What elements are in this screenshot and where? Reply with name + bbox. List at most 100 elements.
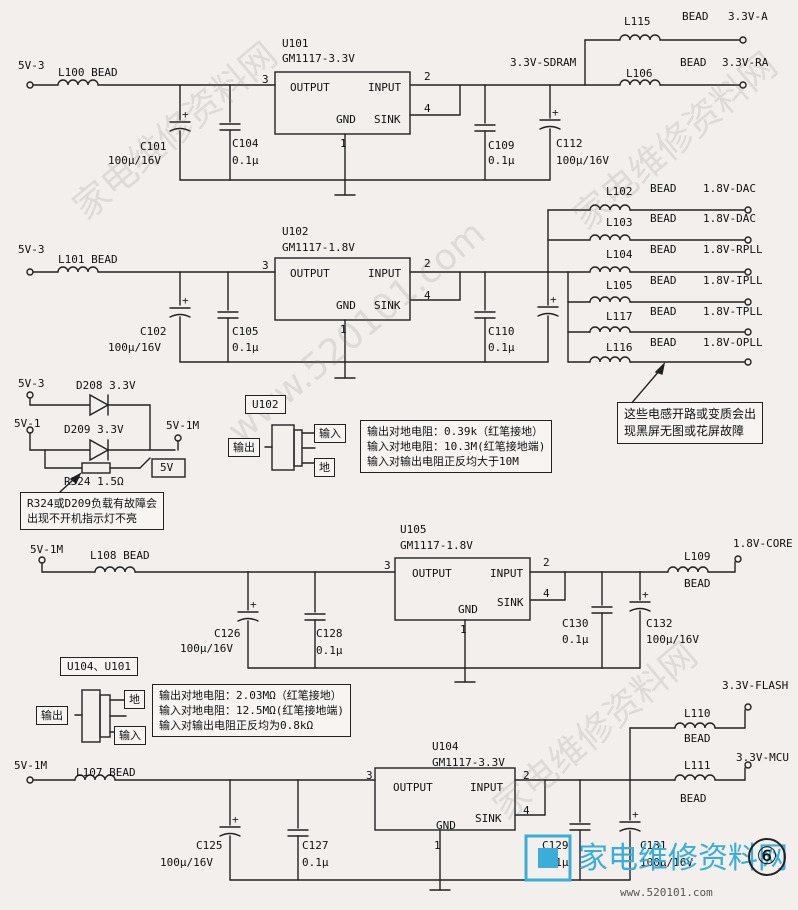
net-1v8-dac-1: 1.8V-DAC [703, 182, 756, 195]
net-3v3-sdram: 3.3V-SDRAM [510, 56, 577, 69]
c126-val: 100μ/16V [180, 642, 233, 655]
net-5v3-diode: 5V-3 [18, 377, 45, 390]
u104-package-title: U104、U101 [60, 657, 138, 676]
l115-bead: BEAD [682, 10, 709, 23]
d209-label: D209 3.3V [64, 423, 124, 436]
l103-bead: BEAD [650, 212, 677, 225]
u101-ref: U101 [282, 37, 309, 50]
l117-bead: BEAD [650, 305, 677, 318]
net-5v1m: 5V-1M [166, 419, 200, 432]
c131-ref: C131 [640, 839, 667, 852]
l102-bead: BEAD [650, 182, 677, 195]
l106-label: L106 [626, 67, 653, 80]
l104-label: L104 [606, 248, 633, 261]
u104-output: OUTPUT [393, 781, 433, 794]
l101-label: L101 BEAD [58, 253, 118, 266]
c127-ref: C127 [302, 839, 329, 852]
u102-meas-3: 输入对输出电阻正反均大于10M [367, 455, 519, 468]
net-1v8-dac-2: 1.8V-DAC [703, 212, 756, 225]
l116-label: L116 [606, 341, 633, 354]
c125-val: 100μ/16V [160, 856, 213, 869]
c112-ref: C112 [556, 137, 583, 150]
c105-val: 0.1μ [232, 341, 259, 354]
u105-pin3: 3 [384, 559, 391, 572]
c127-val: 0.1μ [302, 856, 329, 869]
l117-label: L117 [606, 310, 633, 323]
l104-bead: BEAD [650, 243, 677, 256]
net-5v3-u102: 5V-3 [18, 243, 45, 256]
l109-label: L109 [684, 550, 711, 563]
u101-pin1: 1 [340, 137, 347, 150]
u104-pin-gnd: 地 [124, 690, 145, 709]
net-1v8-opll: 1.8V-OPLL [703, 336, 763, 349]
l105-label: L105 [606, 279, 633, 292]
c104-ref: C104 [232, 137, 259, 150]
u101-pin3: 3 [262, 73, 269, 86]
l108-label: L108 BEAD [90, 549, 150, 562]
c105-ref: C105 [232, 325, 259, 338]
u102-pin1: 1 [340, 323, 347, 336]
u105-pin2: 2 [543, 556, 550, 569]
c125-ref: C125 [196, 839, 223, 852]
u102-part: GM1117-1.8V [282, 241, 355, 254]
u105-input: INPUT [490, 567, 524, 580]
u102-input: INPUT [368, 267, 402, 280]
c130-ref: C130 [562, 617, 589, 630]
c109-ref: C109 [488, 139, 515, 152]
u105-part: GM1117-1.8V [400, 539, 473, 552]
c102-val: 100μ/16V [108, 341, 161, 354]
c101-val: 100μ/16V [108, 154, 161, 167]
l106-bead: BEAD [680, 56, 707, 69]
c130-val: 0.1μ [562, 633, 589, 646]
l102-label: L102 [606, 185, 633, 198]
u104-pin3: 3 [366, 769, 373, 782]
net-3v3-flash: 3.3V-FLASH [722, 679, 789, 692]
l111-label: L111 [684, 759, 711, 772]
u102-measurements: 输出对地电阻：0.39k（红笔接地） 输入对地电阻：10.3M(红笔接地端) 输… [360, 420, 553, 473]
l103-label: L103 [606, 216, 633, 229]
u105-sink: SINK [497, 596, 524, 609]
u105-pin4: 4 [543, 587, 550, 600]
c131-val: 100μ/16V [640, 856, 693, 869]
u102-pin4: 4 [424, 289, 431, 302]
u104-pin1: 1 [434, 839, 441, 852]
u101-input: INPUT [368, 81, 402, 94]
l100-label: L100 BEAD [58, 66, 118, 79]
c112-val: 100μ/16V [556, 154, 609, 167]
l110-bead: BEAD [684, 732, 711, 745]
u104-ref: U104 [432, 740, 459, 753]
u104-pin-output: 输出 [36, 706, 68, 725]
u102-pin-input: 输入 [314, 424, 346, 443]
u105-ref: U105 [400, 523, 427, 536]
u102-sink: SINK [374, 299, 401, 312]
l116-bead: BEAD [650, 336, 677, 349]
l105-bead: BEAD [650, 274, 677, 287]
inductor-fault-line-2: 现黑屏无图或花屏故障 [624, 424, 745, 438]
figure-number-badge: ⑥ [748, 838, 786, 876]
net-5v1m-u104: 5V-1M [14, 759, 48, 772]
c132-ref: C132 [646, 617, 673, 630]
c102-ref: C102 [140, 325, 167, 338]
net-5v3-u101: 5V-3 [18, 59, 45, 72]
l115-label: L115 [624, 15, 651, 28]
c128-ref: C128 [316, 627, 343, 640]
u102-gnd: GND [336, 299, 356, 312]
c104-val: 0.1μ [232, 154, 259, 167]
u104-part: GM1117-3.3V [432, 756, 505, 769]
u102-ref: U102 [282, 225, 309, 238]
net-1v8-ipll: 1.8V-IPLL [703, 274, 763, 287]
inductor-fault-line-1: 这些电感开路或变质会出 [624, 407, 757, 421]
u104-pin-input: 输入 [114, 726, 146, 745]
r324-label: R324 1.5Ω [64, 475, 124, 488]
diode-fault-line-1: R324或D209负载有故障会 [27, 497, 157, 510]
net-5v1: 5V-1 [14, 417, 41, 430]
u104-meas-2: 输入对地电阻：12.5MΩ(红笔接地端) [159, 704, 344, 717]
u102-pin3: 3 [262, 259, 269, 272]
u104-pin2: 2 [523, 769, 530, 782]
u102-package-title: U102 [245, 395, 286, 414]
u102-meas-2: 输入对地电阻：10.3M(红笔接地端) [367, 440, 546, 453]
net-5v: 5V [160, 461, 174, 474]
u104-pin4: 4 [523, 804, 530, 817]
u102-pin2: 2 [424, 257, 431, 270]
